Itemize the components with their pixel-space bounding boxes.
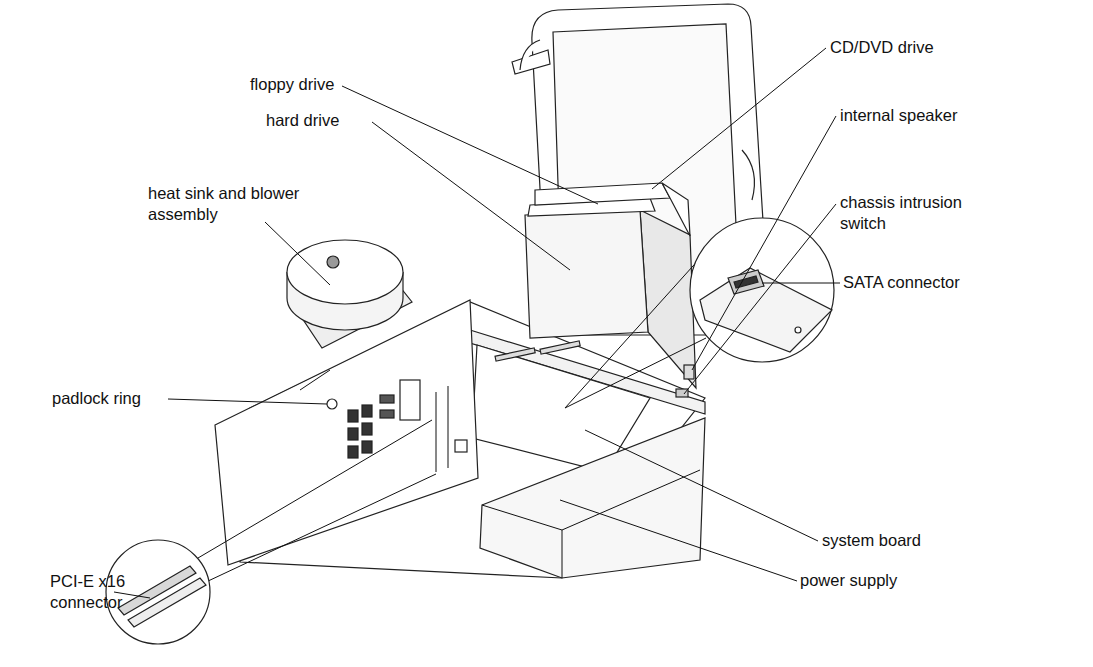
leader-line bbox=[762, 283, 840, 284]
cage-side bbox=[640, 210, 696, 388]
cover-tab bbox=[512, 50, 550, 74]
io-block bbox=[400, 380, 420, 420]
pci-magnifier bbox=[106, 420, 436, 644]
leader-line bbox=[168, 399, 327, 404]
optical-drive-front bbox=[662, 183, 690, 236]
power-inlet bbox=[455, 440, 467, 452]
io-port bbox=[362, 423, 372, 435]
part-label: power supply bbox=[800, 570, 950, 591]
blower-top bbox=[287, 240, 403, 304]
board-hole bbox=[795, 327, 801, 333]
io-port bbox=[348, 410, 358, 422]
part-label: hard drive bbox=[266, 110, 386, 131]
leader-line bbox=[342, 86, 598, 204]
heat-sink bbox=[287, 240, 412, 348]
cover-edge bbox=[520, 40, 540, 70]
magnifier-line bbox=[198, 420, 436, 582]
io-port bbox=[362, 405, 372, 417]
io-port bbox=[348, 446, 358, 458]
io-port bbox=[380, 395, 394, 403]
power-supply-edge bbox=[562, 530, 563, 578]
leader-line bbox=[560, 500, 797, 581]
power-supply-box bbox=[480, 418, 705, 578]
intrusion-switch-part bbox=[676, 389, 688, 397]
magnifier-circle bbox=[690, 218, 834, 362]
leader-lines bbox=[114, 48, 840, 598]
pci-e-slot bbox=[128, 578, 206, 627]
part-label: CD/DVD drive bbox=[830, 37, 980, 58]
optical-drive-body bbox=[535, 183, 670, 205]
io-port bbox=[348, 428, 358, 440]
memory-slot bbox=[540, 341, 580, 354]
blower-hub bbox=[327, 256, 339, 268]
pci-slot-cover bbox=[436, 386, 448, 472]
board-corner bbox=[700, 268, 832, 352]
power-supply-edge bbox=[482, 470, 700, 530]
cover-latch bbox=[742, 150, 754, 200]
io-port bbox=[380, 410, 394, 418]
leader-line bbox=[692, 116, 836, 370]
io-port bbox=[362, 441, 372, 453]
sata-port bbox=[728, 270, 764, 294]
sata-pins bbox=[734, 276, 758, 288]
magnifier-circle bbox=[106, 540, 210, 644]
leader-line bbox=[652, 48, 826, 189]
part-label: SATA connector bbox=[843, 272, 1013, 293]
leader-line bbox=[372, 122, 570, 270]
leader-line bbox=[265, 222, 330, 285]
hard-drive-face bbox=[525, 210, 648, 338]
part-label: heat sink and blower assembly bbox=[148, 183, 313, 225]
part-label: floppy drive bbox=[250, 74, 390, 95]
sata-magnifier bbox=[565, 218, 834, 408]
part-label: internal speaker bbox=[840, 105, 1010, 126]
memory-slot bbox=[495, 348, 535, 361]
part-label: padlock ring bbox=[52, 388, 182, 409]
part-label: chassis intrusion switch bbox=[840, 192, 972, 234]
leader-line bbox=[585, 430, 818, 541]
drive-cage bbox=[525, 183, 696, 397]
part-label: PCI-E x16 connector bbox=[50, 571, 132, 613]
magnifier-line bbox=[565, 256, 706, 408]
back-plate-edge bbox=[300, 370, 330, 390]
padlock-ring-part bbox=[327, 399, 337, 409]
part-label: system board bbox=[822, 530, 972, 551]
leader-line bbox=[684, 204, 836, 394]
speaker-part bbox=[684, 365, 694, 379]
